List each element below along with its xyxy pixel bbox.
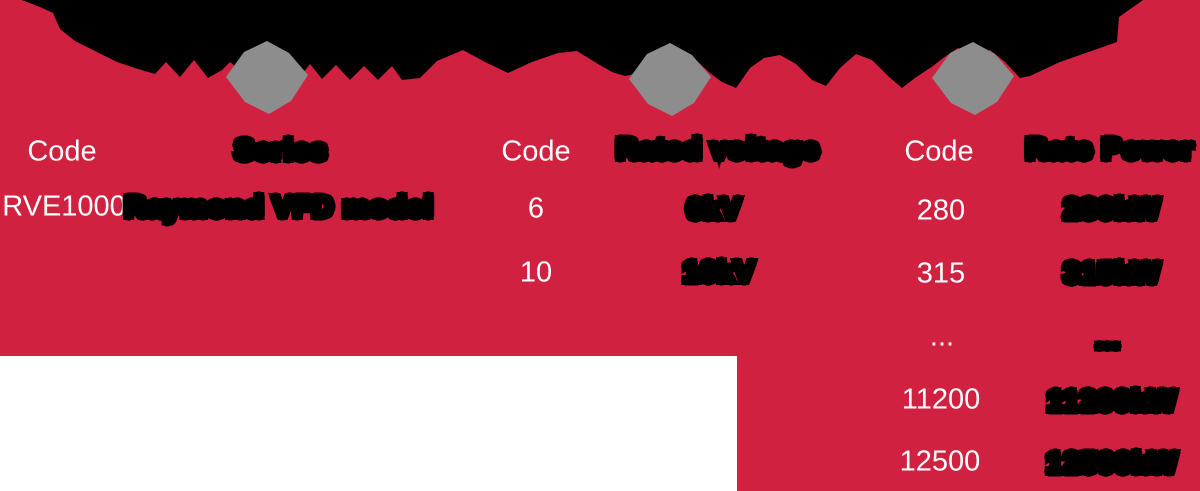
power-code-value: 12500 [899,445,981,478]
diamond-separator-icon [629,43,711,116]
power-code-ellipsis: ... [929,320,955,353]
power-code-value: 280 [916,194,966,227]
voltage-code-header: Code [501,135,571,168]
voltage-code-value: 6 [527,192,545,225]
voltage-value-redacted: 10kV [680,255,758,291]
series-value-redacted: Raymond VFD model [121,190,436,226]
voltage-value-redacted: 6kV [683,192,744,228]
voltage-code-value: 10 [519,256,553,289]
power-value-redacted: ... [1092,323,1123,356]
series-header-redacted: Series [231,133,330,169]
diamond-separator-icon [226,41,308,114]
power-value-redacted: 315kW [1060,256,1163,292]
power-code-value: 11200 [901,383,981,416]
power-code-header: Code [904,135,974,168]
power-value-redacted: 280kW [1060,192,1163,228]
diamond-separator-icon [932,42,1014,115]
power-header-redacted: Rate Power [1023,132,1197,168]
power-code-value: 315 [916,257,966,290]
voltage-header-redacted: Rated voltage [613,132,822,168]
power-value-redacted: 12500kW [1043,446,1180,482]
redaction-band [22,0,1143,88]
series-code-value: RVE1000 [2,190,126,223]
power-value-redacted: 11200kW [1044,384,1180,420]
series-code-header: Code [27,135,97,168]
